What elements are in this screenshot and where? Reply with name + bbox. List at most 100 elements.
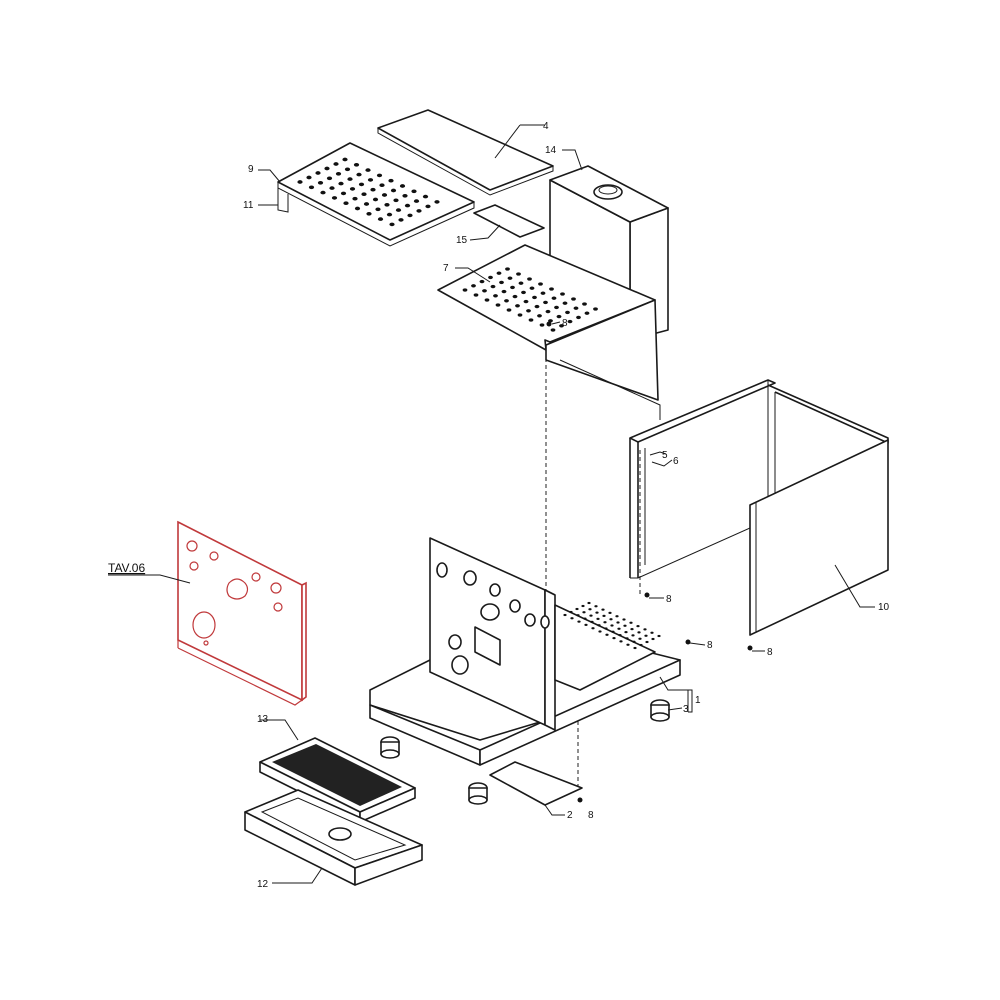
- perforation-hole: [581, 604, 585, 608]
- perforation-hole: [501, 289, 507, 294]
- part-9-perforated-top[interactable]: [258, 142, 475, 247]
- perforation-hole: [637, 631, 641, 634]
- perforation-hole: [343, 201, 349, 206]
- perforation-hole: [352, 196, 358, 201]
- perforation-hole: [602, 614, 606, 618]
- perforation-hole: [329, 186, 335, 190]
- perforation-hole: [407, 213, 413, 218]
- part-10-side-panel[interactable]: [747, 439, 889, 652]
- part-12-drip-tray[interactable]: [244, 789, 423, 886]
- perforation-hole: [517, 313, 523, 317]
- perforation-hole: [612, 636, 616, 640]
- label-14: 14: [545, 145, 557, 156]
- perforation-hole: [534, 304, 540, 309]
- perforation-hole: [609, 618, 613, 621]
- perforation-hole: [577, 620, 581, 623]
- perforation-hole: [593, 307, 598, 311]
- perforation-hole: [512, 294, 518, 299]
- part-4-panel[interactable]: [377, 109, 554, 196]
- perforation-hole: [650, 631, 654, 634]
- label-4: 4: [543, 121, 549, 132]
- perforation-hole: [411, 189, 417, 194]
- perforation-hole: [366, 211, 372, 216]
- perforation-hole: [416, 209, 422, 213]
- perforation-hole: [370, 187, 376, 192]
- perforation-hole: [556, 314, 562, 319]
- perforation-hole: [629, 621, 633, 624]
- perforation-hole: [381, 193, 388, 197]
- perforation-hole: [361, 192, 367, 197]
- perforation-hole: [584, 311, 590, 315]
- label-7: 7: [443, 263, 449, 274]
- perforation-hole: [605, 633, 609, 636]
- part-7-cup-tray[interactable]: [437, 244, 661, 420]
- perforation-hole: [603, 621, 607, 624]
- perforation-hole: [576, 614, 580, 617]
- perforation-hole: [651, 637, 655, 641]
- perforation-hole: [559, 324, 564, 328]
- label-5: 5: [662, 450, 668, 461]
- perforation-hole: [354, 206, 361, 211]
- perforation-hole: [554, 305, 559, 310]
- side-frame[interactable]: [629, 379, 889, 599]
- perforation-hole: [583, 617, 587, 620]
- perforation-hole: [539, 323, 545, 327]
- perforation-hole: [633, 646, 637, 650]
- perforation-hole: [562, 301, 568, 305]
- part-15-plate[interactable]: [469, 204, 545, 241]
- perforation-hole: [358, 182, 365, 187]
- perforation-hole: [604, 627, 608, 630]
- perforation-hole: [493, 294, 498, 298]
- label-13: 13: [257, 714, 269, 725]
- perforation-hole: [499, 280, 504, 285]
- label-6: 6: [673, 456, 679, 467]
- perforation-hole: [479, 279, 485, 284]
- label-tav-06: TAV.06: [108, 561, 145, 575]
- part-3-feet[interactable]: [380, 699, 683, 805]
- perforation-hole: [376, 173, 383, 178]
- perforation-hole: [515, 304, 520, 308]
- perforation-hole: [588, 608, 592, 611]
- perforation-hole: [308, 185, 315, 190]
- perforation-hole: [315, 171, 321, 175]
- perforation-hole: [389, 222, 395, 227]
- perforation-hole: [565, 310, 570, 315]
- perforation-hole: [344, 167, 351, 172]
- perforation-hole: [413, 199, 420, 203]
- perforation-hole: [560, 292, 565, 296]
- part-1-base-chassis[interactable]: [369, 537, 706, 766]
- perforation-hole: [363, 202, 370, 206]
- perforation-hole: [490, 284, 496, 289]
- perforation-hole: [569, 610, 573, 614]
- label-3: 3: [683, 704, 689, 715]
- perforation-hole: [626, 643, 630, 646]
- perforation-hole: [462, 288, 468, 292]
- tav-06-front-panel[interactable]: [108, 520, 307, 706]
- perforation-hole: [386, 212, 393, 217]
- perforation-hole: [353, 162, 360, 167]
- perforation-hole: [505, 267, 510, 271]
- perforation-hole: [622, 618, 626, 621]
- perforation-holes: [297, 157, 440, 227]
- perforation-hole: [526, 309, 531, 313]
- label-8-panel: 8: [767, 647, 773, 658]
- perforation-hole: [326, 176, 333, 181]
- perforation-hole: [379, 183, 385, 188]
- perforation-hole: [398, 218, 404, 222]
- perforation-hole: [597, 624, 601, 627]
- perforation-hole: [504, 299, 509, 303]
- perforation-holes: [563, 601, 661, 650]
- perforation-hole: [610, 624, 614, 627]
- perforation-hole: [543, 300, 548, 305]
- perforation-hole: [482, 289, 487, 293]
- perforation-hole: [506, 308, 512, 312]
- label-8-frame: 8: [666, 594, 672, 605]
- perforation-hole: [340, 191, 347, 196]
- perforation-hole: [582, 302, 587, 306]
- perforation-hole: [395, 208, 402, 212]
- part-2-plate[interactable]: [489, 761, 583, 816]
- perforation-hole: [338, 181, 344, 186]
- perforation-hole: [473, 293, 479, 297]
- perforation-hole: [537, 314, 542, 318]
